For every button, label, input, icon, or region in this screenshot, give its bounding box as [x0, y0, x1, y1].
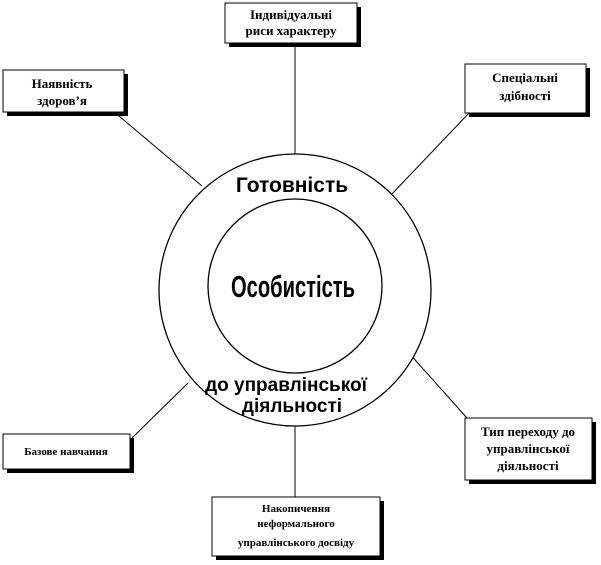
factor-box-top-right: Спеціальні здібності	[464, 63, 590, 117]
factor-box-top: Індивідуальні риси характеру	[224, 2, 361, 47]
factor-top-right-line1: Спеціальні	[492, 70, 558, 85]
connector-top-right	[389, 111, 471, 197]
factor-bottom-right-line1: Тип переходу до	[481, 424, 575, 439]
connector-lines	[112, 44, 471, 497]
factor-box-bottom: Накопичення неформального управлінського…	[211, 496, 384, 560]
factor-bottom-line1: Накопичення	[262, 503, 330, 515]
factor-bottom-line2: неформального	[257, 518, 335, 530]
factor-bottom-line3: управлінського досвіду	[238, 537, 355, 549]
factor-box-bottom-left: Базове навчання	[2, 433, 134, 473]
factor-bottom-left-line1: Базове навчання	[24, 446, 108, 458]
factor-box-bottom-right: Тип переходу до управлінської діяльності	[464, 417, 596, 484]
factor-top-line2: риси характеру	[246, 23, 337, 38]
connector-bottom-left	[131, 382, 189, 439]
factor-top-left-line2: здоров’я	[37, 93, 87, 108]
connector-top-left	[112, 110, 203, 187]
factor-top-line1: Індивідуальні	[250, 7, 332, 22]
factor-box-top-left: Наявність здоров’я	[2, 69, 128, 116]
ring-bottom-label-line1: до управлінської	[205, 375, 368, 396]
ring-bottom-label-line2: діяльності	[242, 396, 342, 417]
ring-top-label: Готовність	[236, 174, 348, 197]
core-label: Особистість	[231, 269, 355, 304]
factor-bottom-right-line3: діяльності	[497, 458, 559, 473]
factor-top-right-line2: здібності	[499, 88, 551, 103]
connector-bottom-right	[407, 351, 468, 419]
inner-ring	[207, 198, 383, 374]
factor-top-left-line1: Наявність	[32, 76, 93, 91]
factor-bottom-right-line2: управлінської	[486, 441, 569, 456]
